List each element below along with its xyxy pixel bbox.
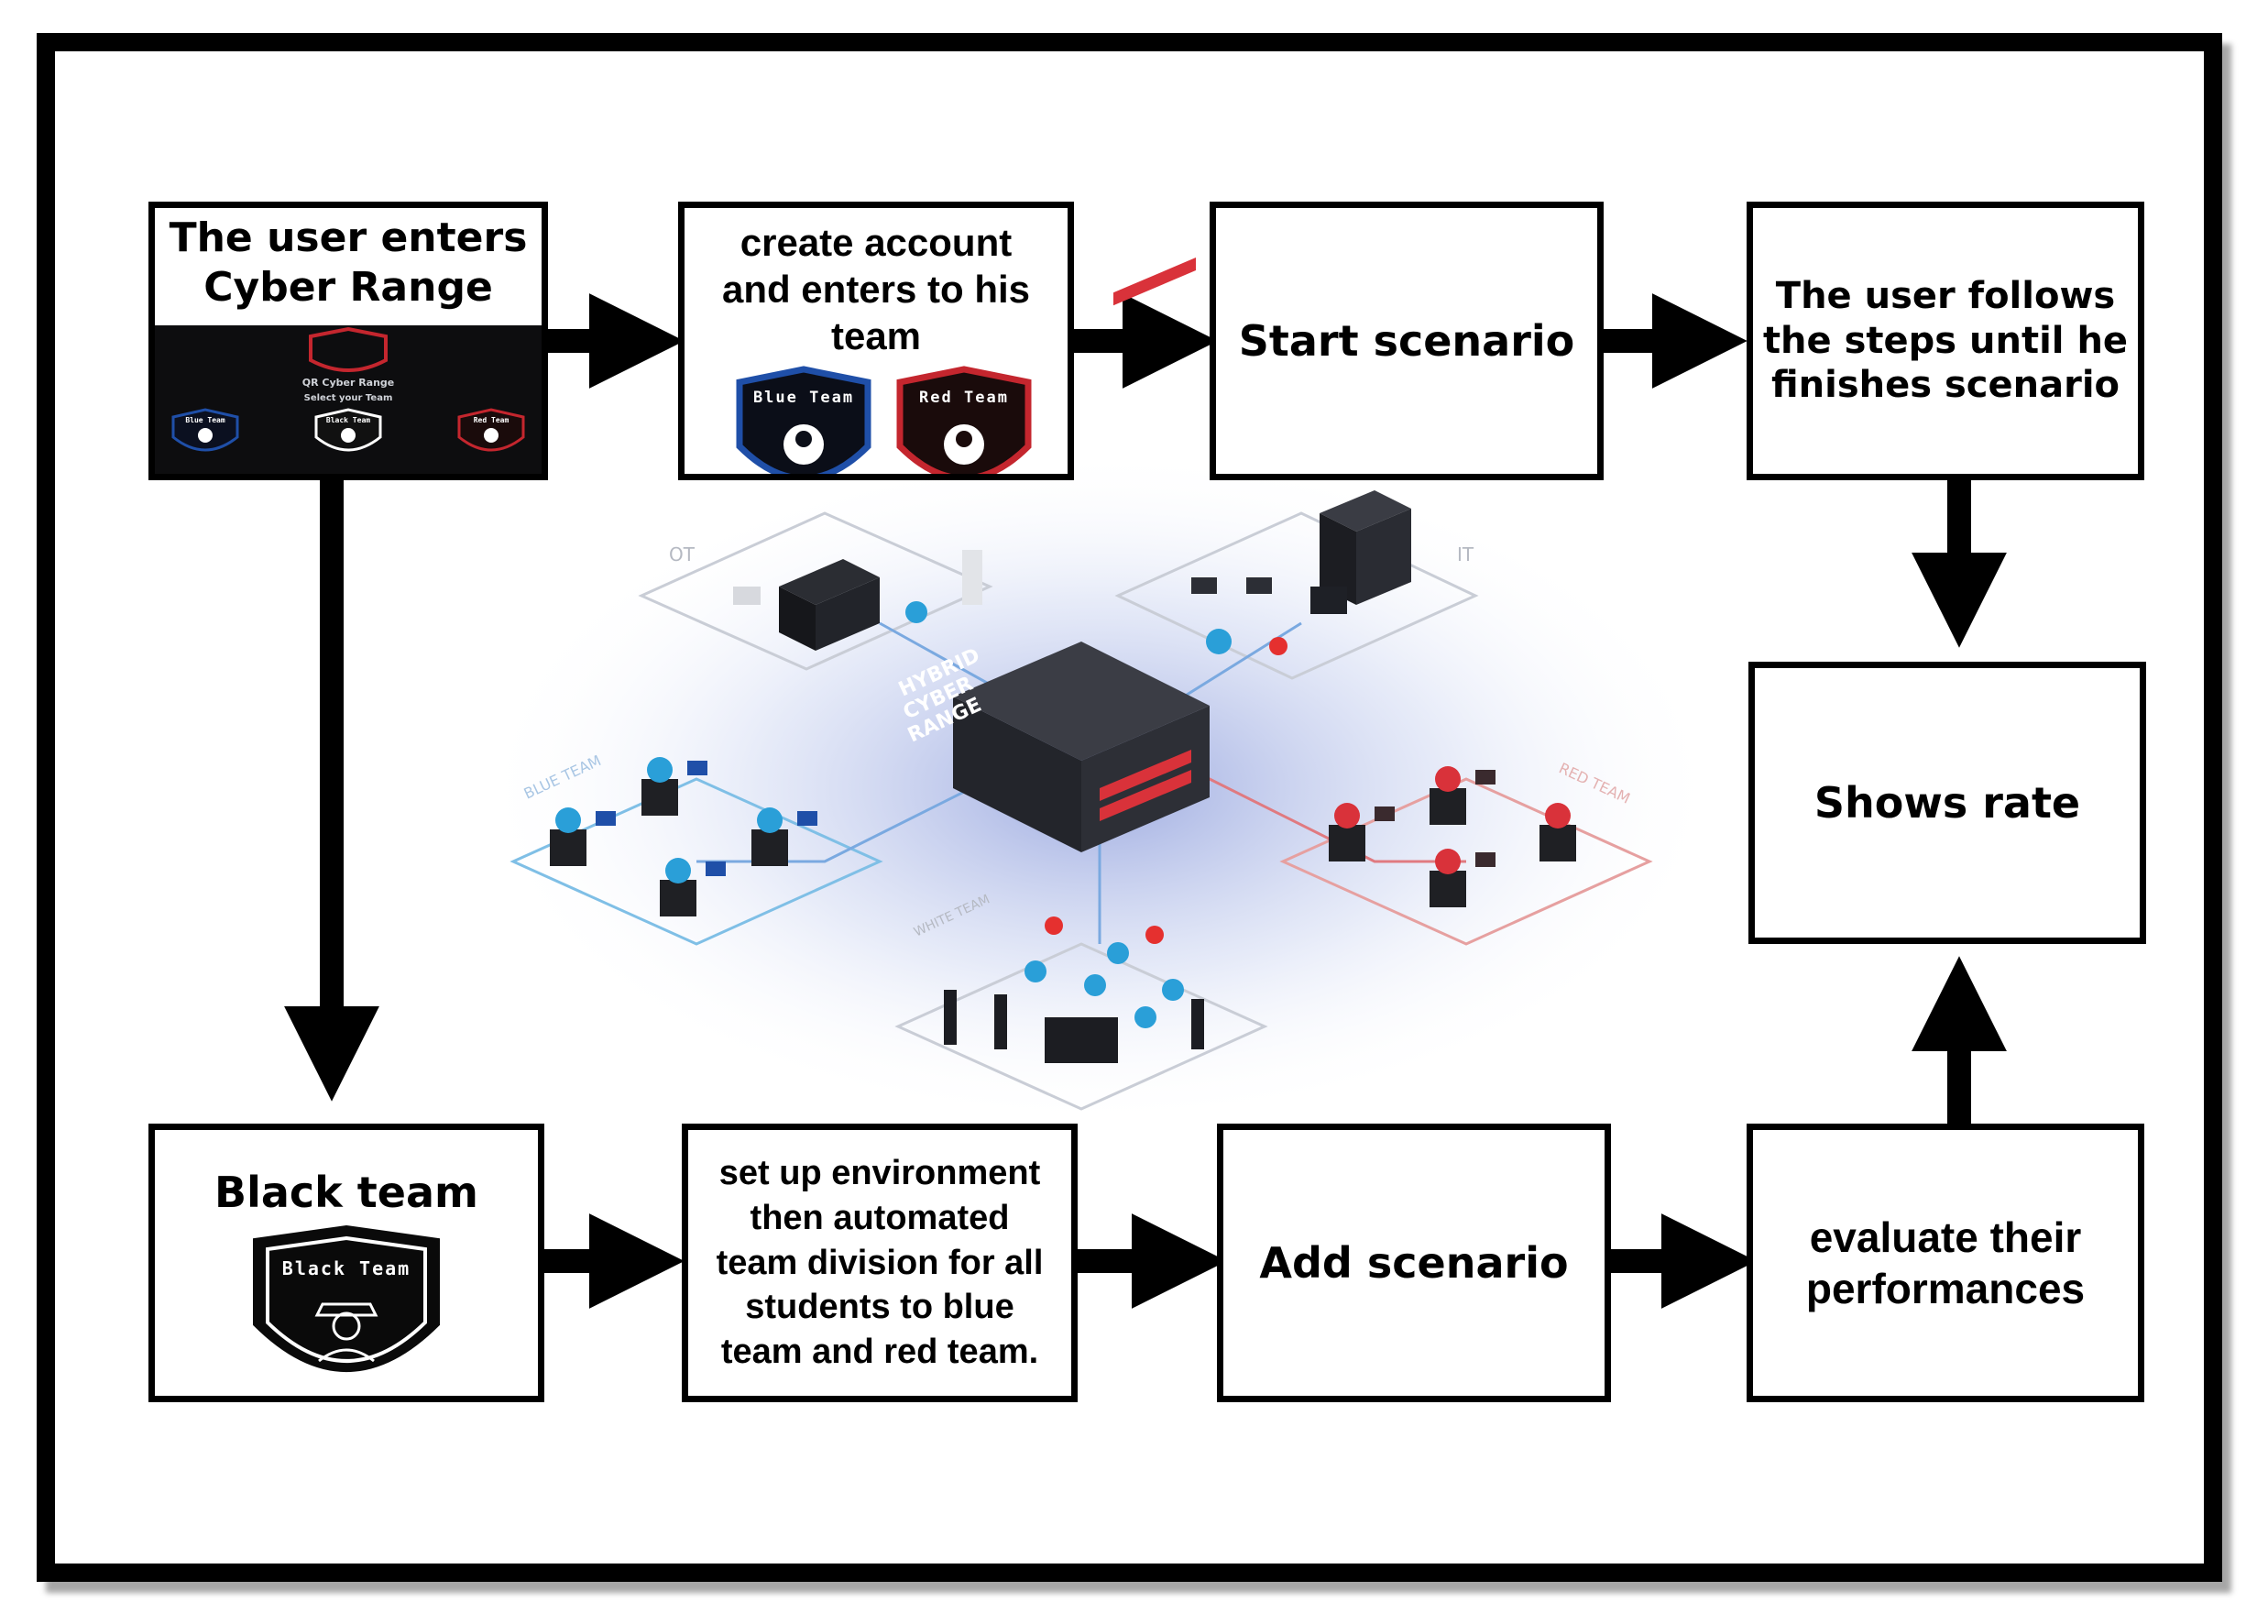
screenshot-team-red: Red Team	[474, 416, 509, 424]
ot-zone-label: OT	[669, 543, 696, 565]
screenshot-graphic: QR Cyber Range Select your Team Blue Tea…	[171, 326, 525, 452]
node-black-team-label: Black team	[214, 1168, 478, 1217]
team-shields: Blue Team Red Team	[736, 366, 1032, 474]
screenshot-subtitle: Select your Team	[304, 393, 393, 403]
node-setup-line1: set up environment	[718, 1154, 1041, 1193]
ot-platform	[638, 511, 993, 671]
black-team-shield: Black Team	[253, 1225, 440, 1373]
node-start-scenario-label: Start scenario	[1238, 315, 1575, 366]
red-platform	[1279, 777, 1653, 946]
blue-shield-icon	[736, 366, 871, 474]
node-user-follows: The user follows the steps until he fini…	[1747, 202, 2144, 480]
it-equipment	[1191, 490, 1411, 655]
node-setup-line5: team and red team.	[720, 1332, 1039, 1371]
node-user-enters-line2: Cyber Range	[203, 263, 493, 311]
node-user-follows-line2: the steps until he	[1762, 319, 2129, 362]
cyber-range-screenshot: QR Cyber Range Select your Team Blue Tea…	[155, 325, 542, 474]
node-create-account: create account and enters to his team Bl…	[678, 202, 1074, 480]
black-shield-icon	[253, 1225, 440, 1373]
white-team-area	[944, 916, 1204, 1063]
node-start-scenario: Start scenario	[1210, 202, 1604, 480]
node-create-account-line2: and enters to his team	[721, 268, 1031, 358]
node-user-enters-line1: The user enters	[169, 214, 528, 261]
node-user-enters: The user enters Cyber Range QR Cyber Ran…	[148, 202, 548, 480]
it-platform	[1114, 511, 1479, 680]
node-setup-line4: students to blue	[745, 1288, 1014, 1327]
node-user-follows-line3: finishes scenario	[1770, 364, 2120, 407]
node-create-account-line1: create account	[740, 221, 1013, 264]
node-user-follows-line1: The user follows	[1775, 274, 2116, 317]
white-platform	[894, 942, 1268, 1111]
node-evaluate-line2: performances	[1805, 1265, 2086, 1312]
node-evaluate: evaluate their performances	[1747, 1124, 2144, 1402]
screenshot-team-blue: Blue Team	[185, 416, 225, 424]
node-black-team: Black team Black Team	[148, 1124, 544, 1402]
red-shield-label: Red Team	[919, 389, 1009, 407]
ot-equipment	[733, 550, 982, 651]
node-add-scenario: Add scenario	[1217, 1124, 1611, 1402]
blue-team-workstations	[550, 757, 817, 916]
platform-outlines	[509, 511, 1653, 1111]
node-evaluate-line1: evaluate their	[1809, 1213, 2082, 1261]
spy-hat-icon	[314, 1302, 378, 1317]
node-add-scenario-label: Add scenario	[1259, 1237, 1569, 1288]
black-shield-label: Black Team	[282, 1257, 411, 1279]
screenshot-team-black: Black Team	[326, 416, 370, 424]
blue-platform	[509, 777, 883, 946]
node-setup-line2: then automated	[750, 1199, 1010, 1238]
qr-logo-icon	[309, 326, 388, 372]
node-shows-rate-label: Shows rate	[1813, 777, 2081, 828]
it-zone-label: IT	[1457, 543, 1474, 565]
hybrid-range-server	[953, 258, 1210, 852]
red-team-workstations	[1329, 766, 1576, 907]
blue-shield-label: Blue Team	[753, 389, 854, 407]
node-setup-line3: team division for all	[716, 1243, 1044, 1282]
screenshot-title: QR Cyber Range	[302, 377, 395, 389]
node-shows-rate: Shows rate	[1748, 662, 2146, 944]
red-shield-icon	[896, 366, 1032, 474]
node-setup-environment: set up environment then automated team d…	[682, 1124, 1078, 1402]
